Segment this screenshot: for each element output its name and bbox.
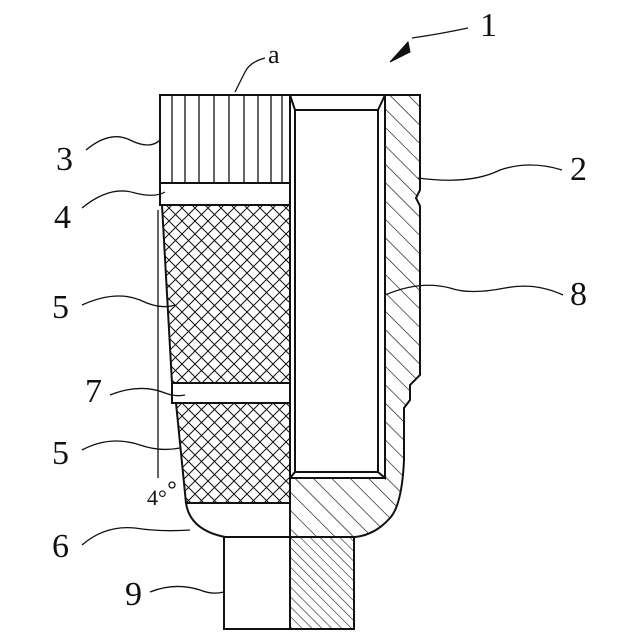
label-a: a (268, 40, 280, 69)
body-wall (290, 95, 420, 537)
label-5-upper: 5 (52, 289, 69, 326)
middle-ring (172, 383, 290, 403)
bottom-stem (224, 537, 354, 629)
label-3: 3 (56, 141, 73, 178)
label-5-lower: 5 (52, 435, 69, 472)
upper-grip-sleeve (162, 205, 290, 383)
label-8: 8 (570, 276, 587, 313)
label-2: 2 (570, 151, 587, 188)
label-1: 1 (480, 7, 497, 44)
lower-grip-sleeve (176, 403, 290, 503)
label-9: 9 (125, 576, 142, 613)
gap-ring-upper (160, 183, 290, 205)
label-4-degree: 4° (147, 485, 167, 510)
base-left (186, 503, 290, 537)
top-cap (160, 95, 290, 183)
label-7: 7 (85, 373, 102, 410)
label-4: 4 (54, 199, 71, 236)
label-6: 6 (52, 528, 69, 565)
